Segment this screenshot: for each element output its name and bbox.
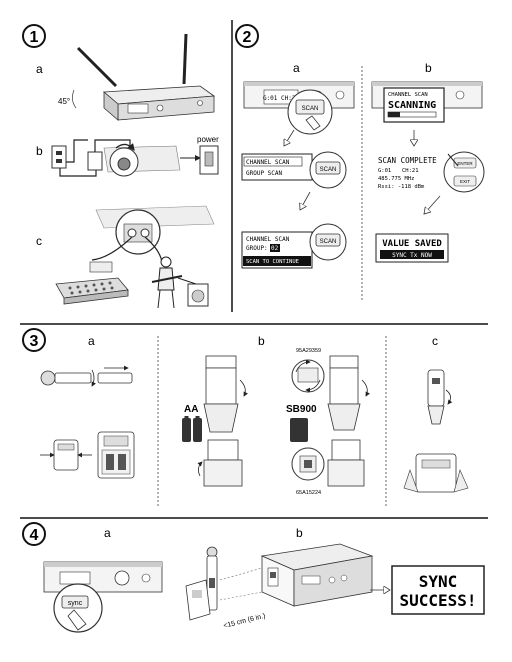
scan-button[interactable] [315, 233, 341, 247]
mic-grille [40, 370, 56, 386]
enter-button-label: ENTER [457, 161, 473, 166]
step-2b-label: b [425, 61, 432, 75]
power-label: power [197, 135, 219, 144]
scanning-header: CHANNEL SCAN [388, 92, 428, 98]
menu-group-scan: GROUP SCAN [246, 170, 283, 177]
receiver-with-antennas: 45° [58, 33, 216, 121]
step-3c-label: c [432, 334, 438, 348]
bodypack-sb900-closed [327, 439, 365, 487]
step-4-badge: 4 [22, 522, 46, 546]
sync-tx-now-text: SYNC Tx NOW [392, 252, 432, 259]
scan-complete-channel: CH:21 [402, 168, 419, 174]
sb900-charging-zoom [291, 447, 325, 481]
group-value-label: GROUP: [246, 245, 268, 252]
antenna-right [182, 33, 188, 85]
step-2a-label: a [293, 61, 300, 75]
exit-button-label: EXIT [460, 179, 470, 184]
scan-complete-group: G:01 [378, 168, 391, 174]
step4b-receiver [260, 543, 374, 607]
step2b-receiver-scanning: CHANNEL SCAN SCANNING [371, 81, 483, 123]
step-3b-label: b [258, 334, 265, 348]
lcd-sync-success: SYNC SUCCESS! [391, 565, 485, 615]
enter-button[interactable] [453, 157, 477, 169]
wall-outlet [51, 145, 67, 169]
bodypack-aa-open [203, 355, 248, 433]
receiver-lcd-text: G:01 CH:21 [263, 95, 300, 102]
step-4-number: 4 [30, 527, 39, 544]
battery-aa-label: AA [184, 404, 198, 415]
handheld-mic-battery [40, 365, 133, 387]
menu-channel-scan: CHANNEL SCAN [246, 159, 290, 166]
scan-button-label: SCAN [320, 167, 337, 173]
bodypack-battery [40, 431, 135, 479]
step-4a-label: a [104, 526, 111, 540]
step-4b-label: b [296, 526, 303, 540]
scan-complete-frequency: 485.775 MHz [378, 176, 414, 182]
part-number-top: 95A29359 [296, 348, 321, 354]
bodypack-power-on [403, 453, 469, 493]
step-1c-label: c [36, 234, 42, 248]
scan-complete-rssi: Rssi: -118 dBm [378, 184, 425, 190]
step-3-badge: 3 [22, 328, 46, 352]
part-number-bottom: 65A15224 [296, 490, 321, 496]
step-1b-label: b [36, 144, 43, 158]
handheld-transmitter [206, 546, 218, 611]
scan-button[interactable] [295, 99, 325, 115]
handheld-power-on [427, 369, 453, 425]
enter-button-zoom: ENTER EXIT [443, 151, 485, 193]
lcd-channel-scan-menu: CHANNEL SCAN GROUP SCAN [241, 153, 313, 181]
sync-distance-label: <15 cm (6 in.) [223, 613, 266, 630]
scan-progress-fill [388, 112, 400, 117]
sync-button[interactable] [61, 595, 89, 609]
step-3a-label: a [88, 334, 95, 348]
value-saved-text: VALUE SAVED [382, 239, 442, 249]
step-2-number: 2 [243, 29, 252, 46]
scan-button-zoom-3: SCAN [309, 223, 347, 261]
sync-button-label: sync [68, 600, 83, 607]
bodypack-sb900-open [327, 355, 370, 431]
scan-button[interactable] [315, 161, 341, 175]
lcd-value-saved: VALUE SAVED SYNC Tx NOW [375, 233, 449, 263]
bodypack-transmitter [185, 579, 211, 621]
power-connection: power [51, 135, 219, 177]
power-adapter [87, 151, 103, 171]
sync-success-line2: SUCCESS! [399, 591, 476, 610]
sync-success-line1: SYNC [419, 572, 458, 591]
exit-button[interactable] [453, 175, 477, 187]
scan-complete-title: SCAN COMPLETE [378, 156, 437, 165]
scan-button-zoom-2: SCAN [309, 151, 347, 189]
scan-button-zoom-1: SCAN [287, 89, 333, 135]
scan-button-label: SCAN [320, 239, 337, 245]
scan-to-continue: SCAN TO CONTINUE [246, 259, 299, 265]
group-scan-header: CHANNEL SCAN [246, 236, 290, 243]
step-1-number: 1 [30, 29, 39, 46]
antenna-left [76, 46, 118, 88]
output-connections [55, 205, 215, 309]
battery-sb900-label: SB900 [286, 404, 317, 415]
step-1-badge: 1 [22, 24, 46, 48]
step-2-badge: 2 [235, 24, 259, 48]
lcd-group-scan-select: CHANNEL SCAN GROUP: 02 SCAN TO CONTINUE [241, 231, 313, 269]
group-value: 02 [271, 245, 279, 252]
scanning-text: SCANNING [388, 100, 436, 111]
sync-button-zoom: sync [53, 583, 103, 633]
aa-batteries [182, 416, 202, 442]
step-3-number: 3 [30, 333, 39, 350]
lcd-scan-complete: SCAN COMPLETE G:01 CH:21 485.775 MHz Rss… [375, 153, 451, 193]
step4a-receiver [43, 561, 163, 593]
sb900-compartment-zoom [291, 359, 325, 393]
antenna-angle-label: 45° [58, 97, 70, 106]
guitarist [151, 256, 183, 309]
scan-button-label: SCAN [302, 106, 319, 112]
step-1a-label: a [36, 62, 43, 76]
bodypack-aa-closed [197, 439, 243, 487]
sb900-battery [290, 418, 308, 442]
